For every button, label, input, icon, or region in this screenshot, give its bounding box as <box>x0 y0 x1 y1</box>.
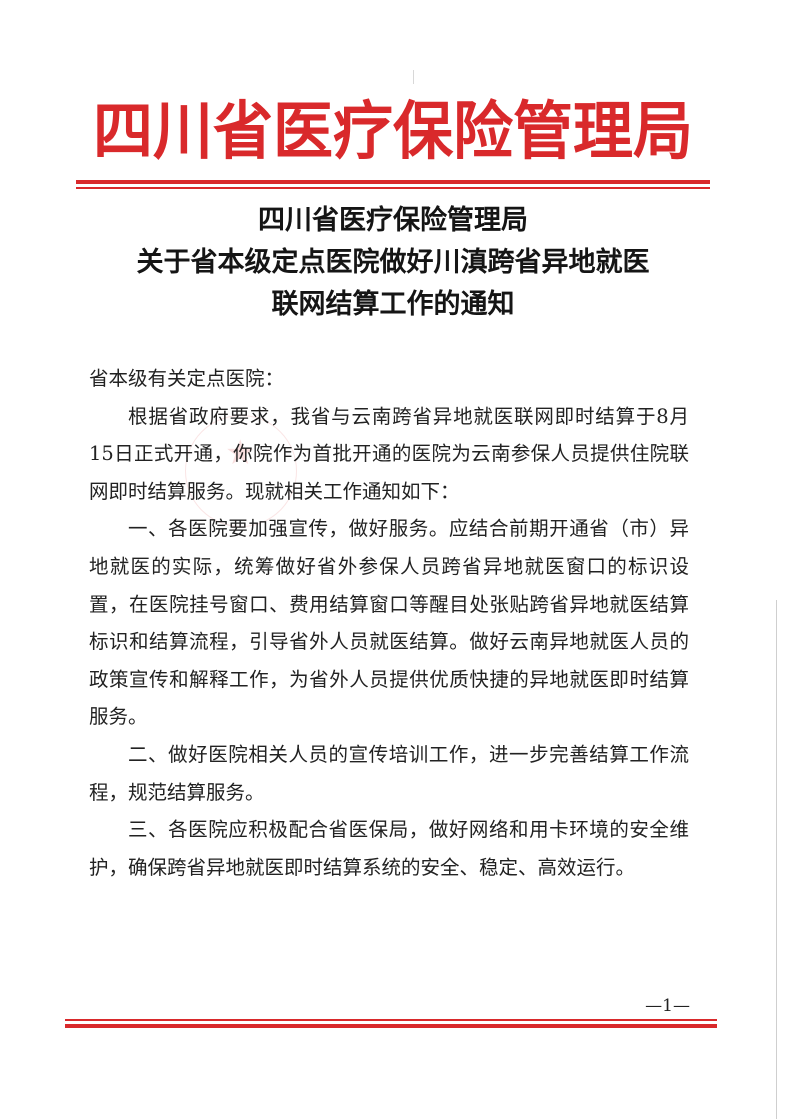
title-line-2: 关于省本级定点医院做好川滇跨省异地就医 <box>136 247 650 278</box>
letterhead-rule-thick <box>76 180 710 184</box>
footer-rule-thin <box>65 1019 717 1021</box>
letterhead-org-name: 四川省医疗保险管理局 <box>93 95 693 169</box>
faded-seal-stamp <box>185 415 297 527</box>
footer-rule-thick <box>65 1024 717 1028</box>
scan-mark <box>413 70 414 84</box>
paragraph-3: 二、做好医院相关人员的宣传培训工作，进一步完善结算工作流程，规范结算服务。 <box>89 742 689 804</box>
scan-edge-line <box>776 600 777 1119</box>
title-line-3: 联网结算工作的通知 <box>271 289 515 320</box>
title-line-1: 四川省医疗保险管理局 <box>258 205 528 236</box>
page-number: —1— <box>645 996 690 1016</box>
salutation: 省本级有关定点医院： <box>89 367 285 390</box>
seal-star-icon: ★ <box>225 433 256 473</box>
letterhead-rule-thin <box>76 187 710 189</box>
paragraph-4: 三、各医院应积极配合省医保局，做好网络和用卡环境的安全维护，确保跨省异地就医即时… <box>89 818 689 879</box>
paragraph-1: 根据省政府要求，我省与云南跨省异地就医联网即时结算于8月15日正式开通，你院作为… <box>89 404 689 503</box>
document-body: 省本级有关定点医院： 根据省政府要求，我省与云南跨省异地就医联网即时结算于8月1… <box>89 360 689 886</box>
document-title: 四川省医疗保险管理局 关于省本级定点医院做好川滇跨省异地就医 联网结算工作的通知 <box>80 200 706 326</box>
paragraph-2: 一、各医院要加强宣传，做好服务。应结合前期开通省（市）异地就医的实际，统筹做好省… <box>89 517 689 729</box>
